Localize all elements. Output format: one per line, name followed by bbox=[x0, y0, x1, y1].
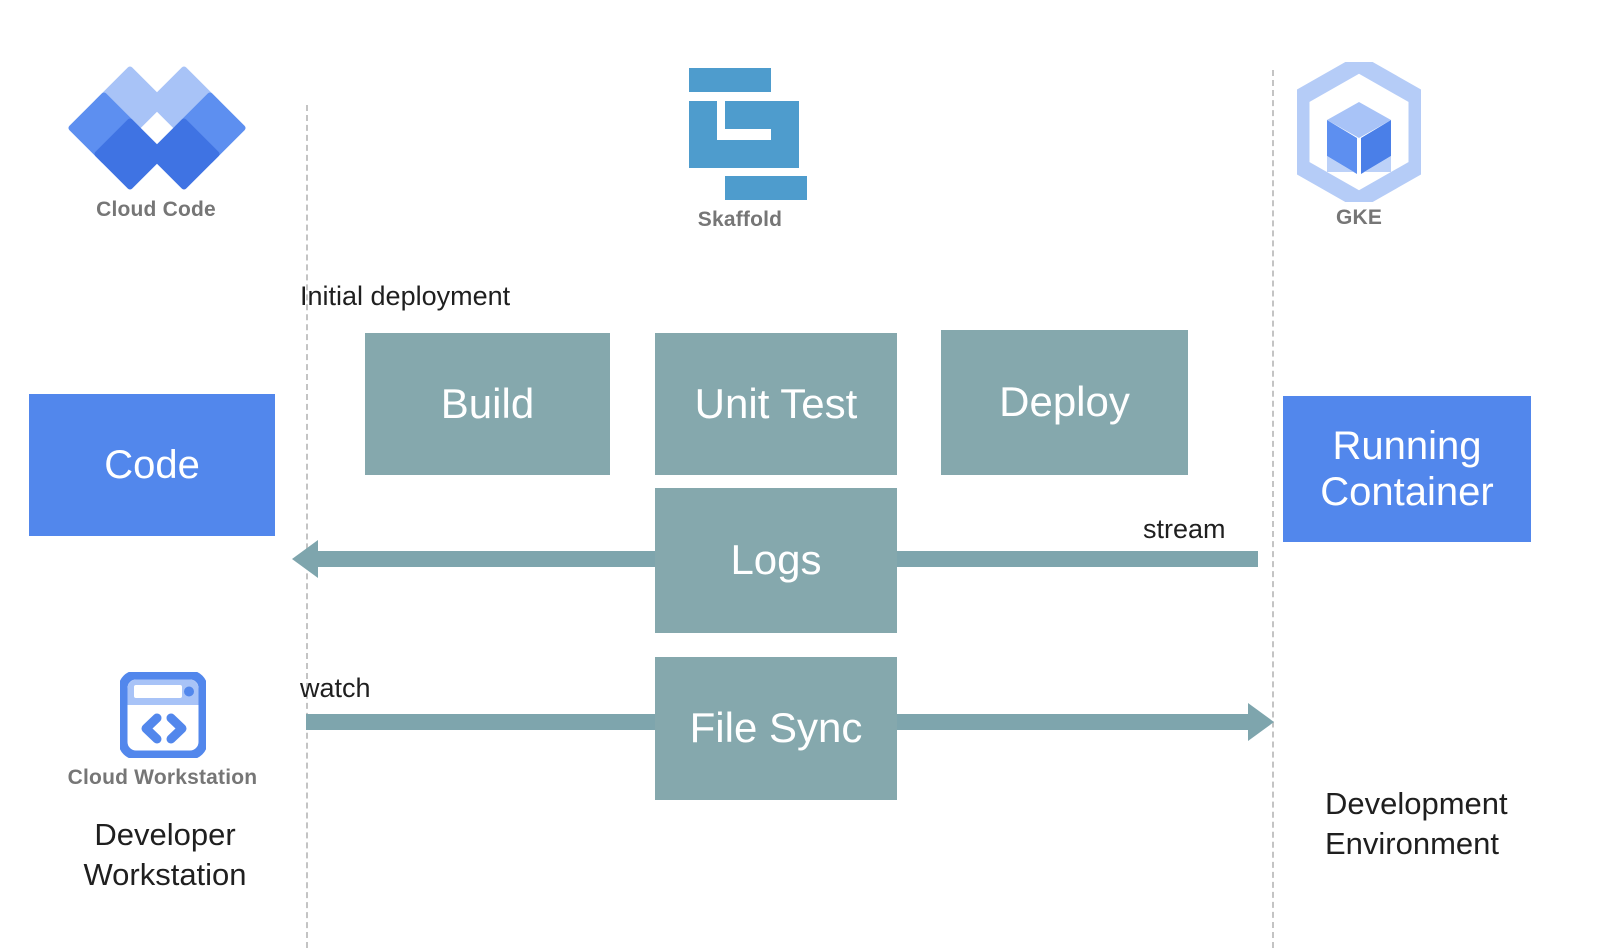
label-development-environment-line2: Environment bbox=[1325, 825, 1500, 861]
label-initial-deployment: Initial deployment bbox=[300, 281, 511, 311]
box-deploy[interactable]: Deploy bbox=[941, 330, 1188, 475]
label-developer-workstation-line1: Developer bbox=[94, 817, 236, 852]
gke-hexagon-cube-icon bbox=[1292, 54, 1426, 210]
box-build-label: Build bbox=[440, 379, 535, 427]
label-developer-workstation: Developer Workstation bbox=[60, 815, 270, 894]
logo-gke: GKE bbox=[1292, 54, 1426, 230]
box-file-sync-label: File Sync bbox=[689, 704, 863, 752]
label-watch: watch bbox=[300, 673, 371, 703]
cloud-workstation-window-icon bbox=[118, 670, 207, 760]
logo-cloud-code: Cloud Code bbox=[66, 65, 247, 222]
box-code[interactable]: Code bbox=[29, 394, 275, 536]
box-running-container-label-line2: Container bbox=[1320, 470, 1494, 514]
box-running-container[interactable]: Running Container bbox=[1283, 396, 1531, 542]
skaffold-blocks-icon bbox=[681, 68, 807, 200]
box-logs-label: Logs bbox=[730, 536, 822, 584]
boundary-line-right bbox=[1272, 70, 1274, 948]
logs-arrow-head bbox=[292, 540, 318, 578]
logo-caption-cloud-workstation: Cloud Workstation bbox=[67, 766, 258, 789]
box-unit-test[interactable]: Unit Test bbox=[655, 333, 897, 475]
boundary-line-left bbox=[306, 105, 308, 948]
logo-skaffold: Skaffold bbox=[680, 68, 807, 232]
label-developer-workstation-line2: Workstation bbox=[83, 856, 247, 892]
label-stream: stream bbox=[1143, 514, 1226, 544]
label-development-environment: Development Environment bbox=[1325, 784, 1508, 863]
box-running-container-label-line1: Running bbox=[1332, 424, 1482, 468]
logo-cloud-workstation: Cloud Workstation bbox=[60, 670, 265, 790]
box-code-label: Code bbox=[104, 443, 200, 487]
logo-caption-skaffold: Skaffold bbox=[697, 208, 783, 231]
box-logs[interactable]: Logs bbox=[655, 488, 897, 633]
cloud-workstation-svg bbox=[118, 670, 207, 760]
box-build[interactable]: Build bbox=[365, 333, 610, 475]
box-unit-test-label: Unit Test bbox=[694, 379, 858, 427]
box-file-sync[interactable]: File Sync bbox=[655, 657, 897, 800]
label-development-environment-line1: Development bbox=[1325, 786, 1508, 821]
gke-svg bbox=[1292, 54, 1426, 210]
box-deploy-label: Deploy bbox=[999, 378, 1130, 426]
logo-caption-gke: GKE bbox=[1335, 206, 1383, 229]
file-sync-arrow-head bbox=[1248, 703, 1274, 741]
cloud-code-diamonds-icon bbox=[67, 65, 247, 191]
logo-caption-cloud-code: Cloud Code bbox=[96, 198, 216, 221]
